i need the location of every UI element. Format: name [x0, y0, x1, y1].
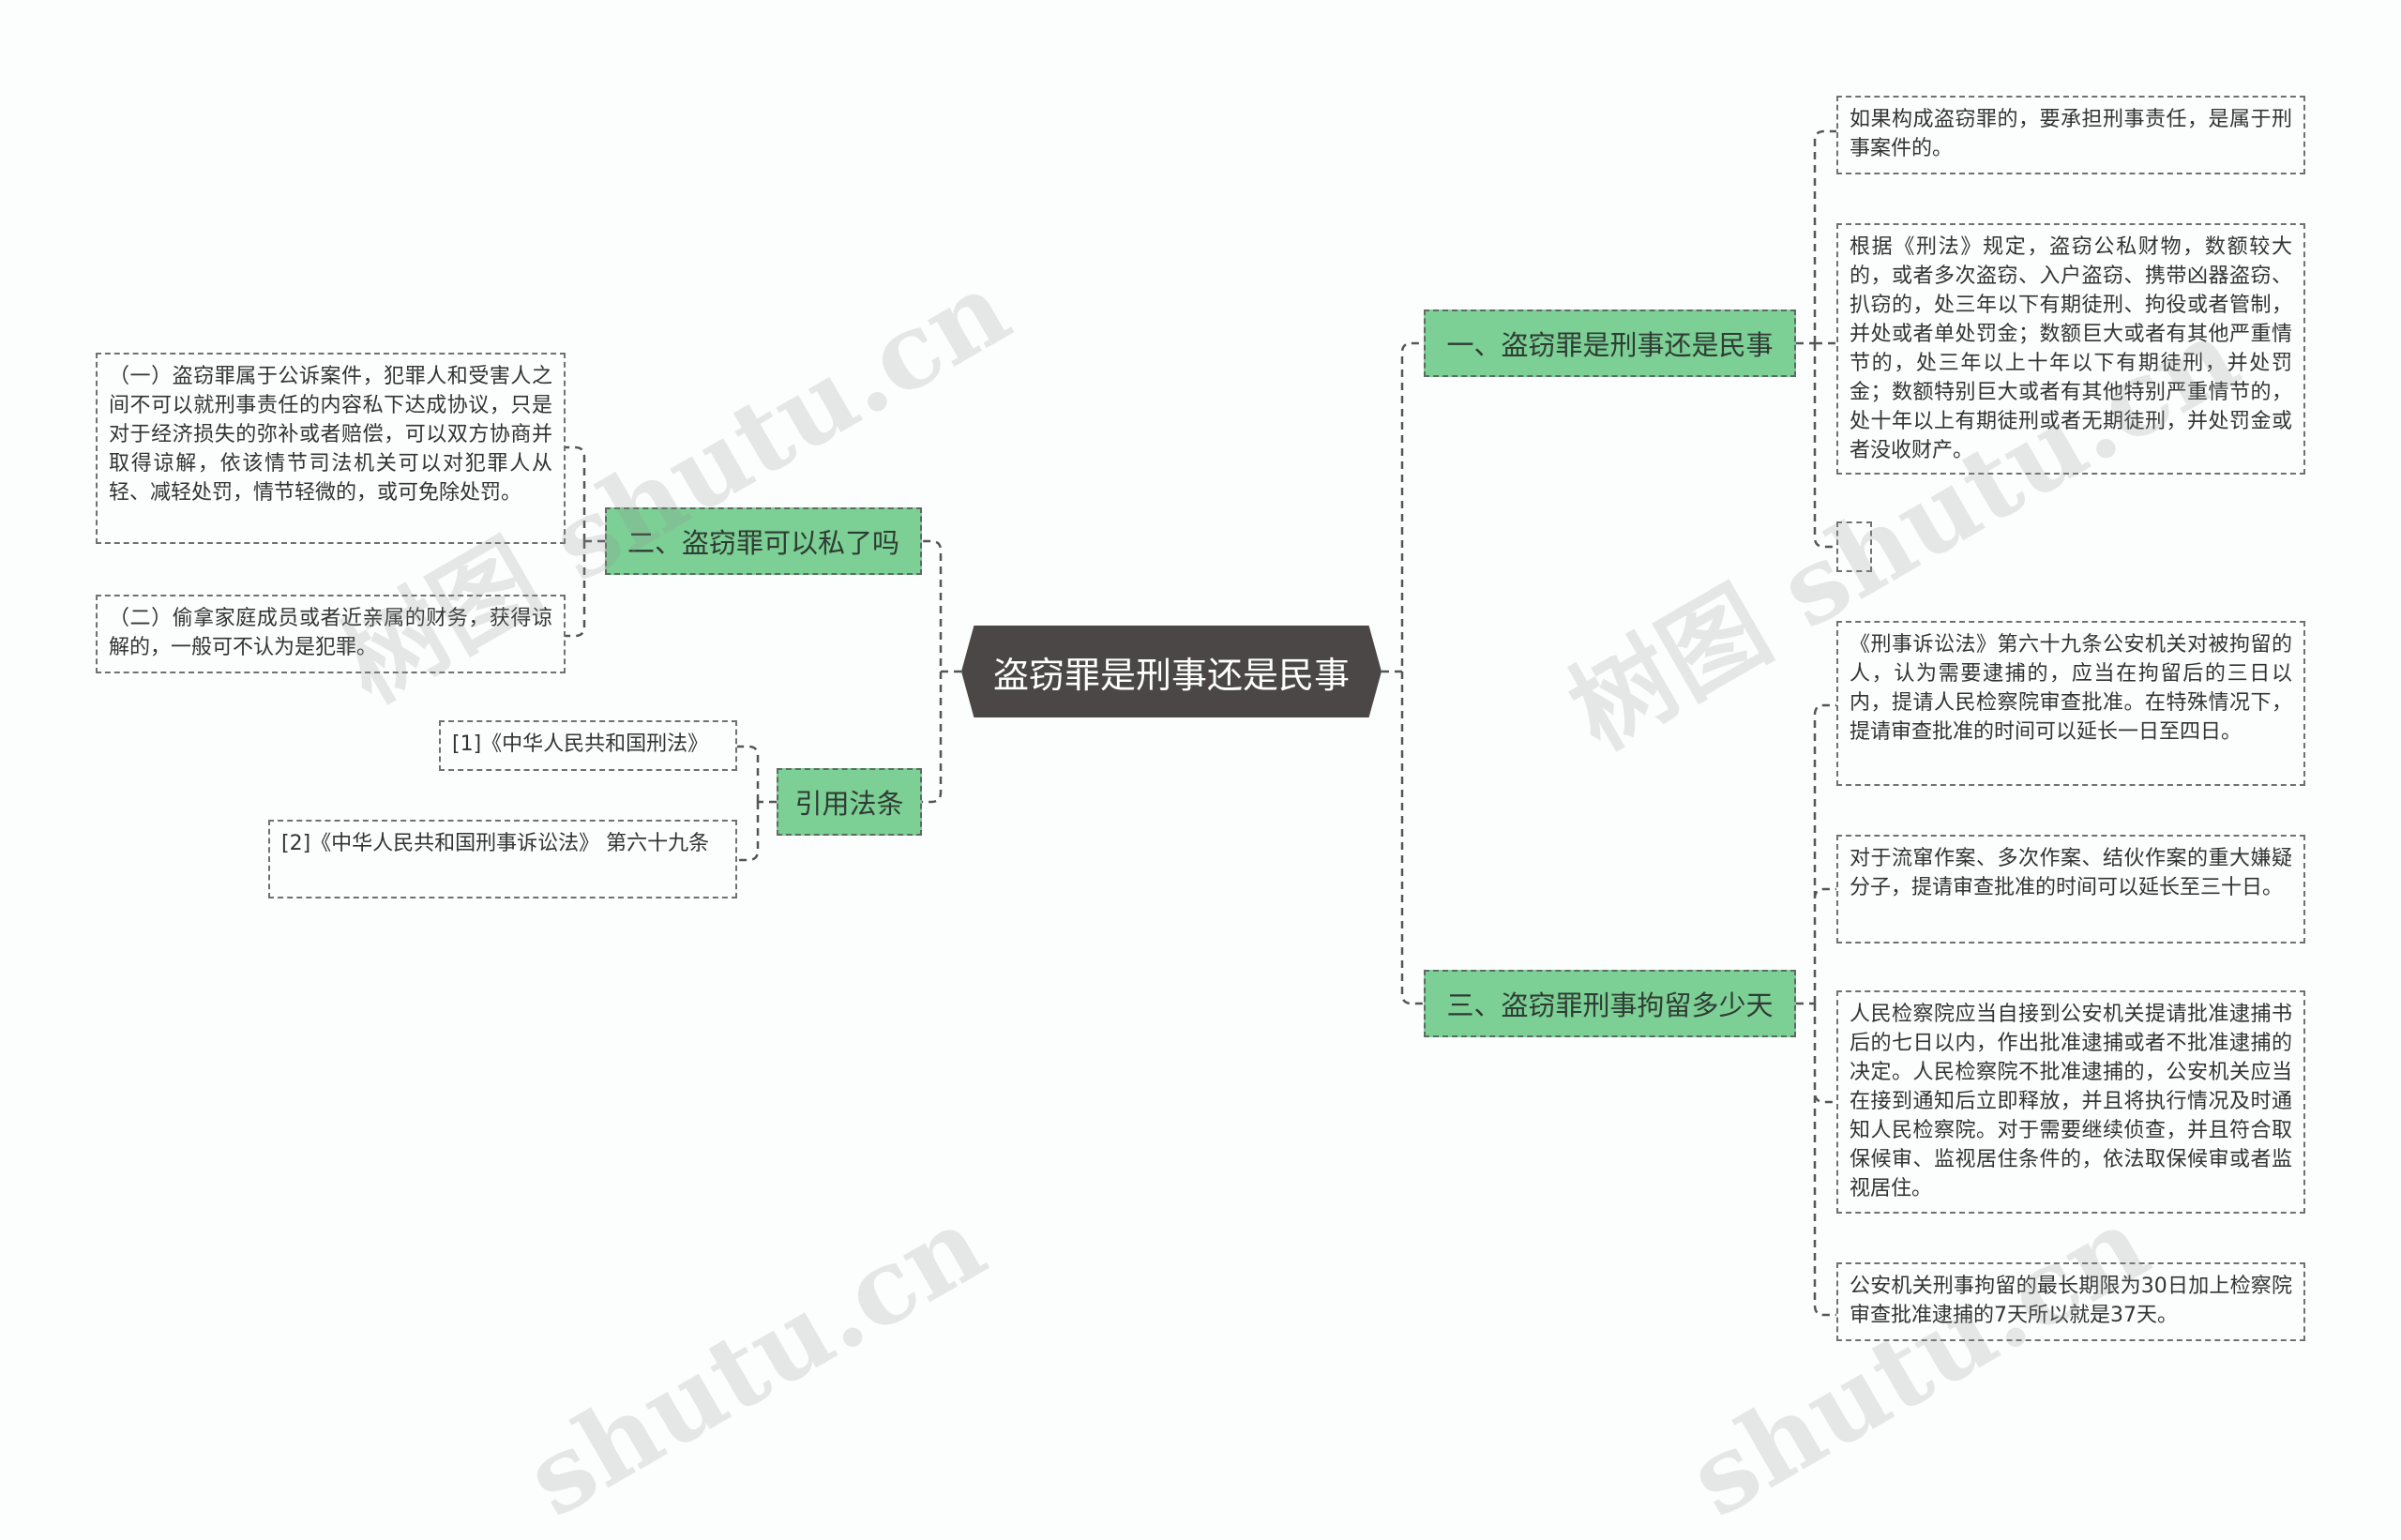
branch-criminal-or-civil[interactable]: 一、盗窃罪是刑事还是民事	[1424, 310, 1796, 377]
leaf-b4-2[interactable]: [2]《中华人民共和国刑事诉讼法》 第六十九条	[268, 820, 737, 898]
connector-root-b1	[1382, 341, 1424, 673]
leaf-b3-4[interactable]: 公安机关刑事拘留的最长期限为30日加上检察院审查批准逮捕的7天所以就是37天。	[1836, 1262, 2305, 1341]
leaf-b1-3-empty[interactable]	[1836, 521, 1872, 572]
leaf-b2-1[interactable]: （一）盗窃罪属于公诉案件，犯罪人和受害人之间不可以就刑事责任的内容私下达成协议，…	[96, 353, 566, 544]
leaf-b1-1[interactable]: 如果构成盗窃罪的，要承担刑事责任，是属于刑事案件的。	[1836, 96, 2305, 174]
leaf-b1-2[interactable]: 根据《刑法》规定，盗窃公私财物，数额较大的，或者多次盗窃、入户盗窃、携带凶器盗窃…	[1836, 223, 2305, 475]
leaf-b3-3[interactable]: 人民检察院应当自接到公安机关提请批准逮捕书后的七日以内，作出批准逮捕或者不批准逮…	[1836, 990, 2305, 1214]
leaf-b4-1[interactable]: [1]《中华人民共和国刑法》	[439, 720, 737, 771]
root-topic[interactable]: 盗窃罪是刑事还是民事	[961, 626, 1382, 717]
branch-private-settlement[interactable]: 二、盗窃罪可以私了吗	[605, 507, 922, 575]
branch-cited-laws[interactable]: 引用法条	[777, 768, 922, 836]
branch-detention-days[interactable]: 三、盗窃罪刑事拘留多少天	[1424, 970, 1796, 1037]
connector-b4-leaves	[737, 745, 777, 862]
connector-root-b3	[1400, 672, 1424, 1005]
leaf-b3-1[interactable]: 《刑事诉讼法》第六十九条公安机关对被拘留的人，认为需要逮捕的，应当在拘留后的三日…	[1836, 621, 2305, 786]
leaf-b3-2[interactable]: 对于流窜作案、多次作案、结伙作案的重大嫌疑分子，提请审查批准的时间可以延长至三十…	[1836, 835, 2305, 944]
connector-root-b2	[922, 539, 961, 673]
connector-b2-leaves	[566, 445, 605, 638]
connector-b3-leaves	[1796, 703, 1836, 1317]
connector-b1-leaves	[1796, 129, 1836, 549]
connector-root-b4	[922, 672, 943, 804]
connector-lines	[566, 129, 1836, 1317]
mind-map-canvas: 盗窃罪是刑事还是民事 一、盗窃罪是刑事还是民事 二、盗窃罪可以私了吗 三、盗窃罪…	[96, 96, 2305, 1540]
leaf-b2-2[interactable]: （二）偷拿家庭成员或者近亲属的财务，获得谅解的，一般可不认为是犯罪。	[96, 595, 566, 673]
